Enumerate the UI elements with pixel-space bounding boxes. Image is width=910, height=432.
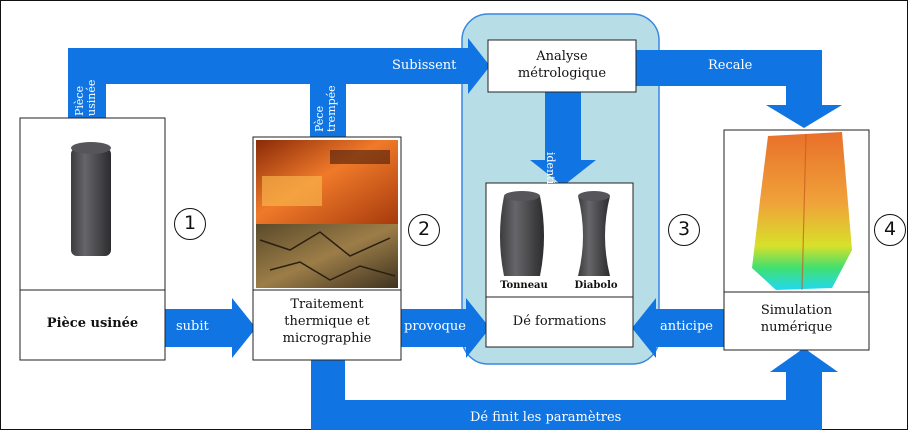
subissent-text: Subissent — [392, 58, 457, 73]
subit-arrow — [160, 298, 256, 358]
simulation-mesh-image — [752, 132, 852, 290]
recale-text: Recale — [708, 58, 753, 73]
diabolo-shape-icon — [578, 191, 610, 276]
simulation-label-box — [723, 291, 870, 351]
analyse-box — [487, 39, 637, 93]
simulation-label: Simulation numérique — [724, 302, 869, 336]
anticipe-text: anticipe — [660, 319, 713, 334]
step-4-circle: 4 — [874, 214, 906, 246]
subissent-arrow — [68, 38, 490, 118]
definit-arrow — [311, 348, 838, 430]
definit-text: Dé finit les paramètres — [470, 410, 622, 425]
traitement-label-box — [252, 289, 402, 361]
traitement-line-2: thermique et — [284, 314, 370, 329]
step-3-circle: 3 — [668, 214, 700, 246]
piece-trempee-connector — [310, 84, 346, 140]
traitement-label: Traitement thermique et micrographie — [253, 296, 401, 347]
deformations-label: Dé formations — [512, 314, 607, 329]
piece-trempee-vertical-line-2: trempée — [325, 85, 338, 132]
identifie-arrow — [530, 92, 596, 186]
provoque-arrow — [400, 298, 490, 358]
piece-usinee-vertical-line-2: usinée — [85, 79, 98, 116]
identifie-vertical-text: identifie — [544, 152, 557, 198]
recale-arrow — [636, 50, 842, 128]
simulation-line-1: Simulation — [760, 303, 833, 318]
machined-part-icon — [71, 142, 111, 256]
piece-usinee-label-box — [19, 289, 166, 361]
tonneau-label: Tonneau — [500, 280, 548, 291]
diabolo-label: Diabolo — [574, 280, 618, 291]
barrel-shape-icon — [500, 191, 544, 276]
traitement-line-3: micrographie — [282, 331, 372, 346]
piece-usinee-vertical-text: Pièce usinée — [73, 79, 98, 116]
anticipe-arrow — [632, 298, 726, 358]
simulation-line-2: numérique — [760, 320, 833, 335]
analyse-line-1: Analyse — [536, 49, 588, 64]
deformations-label-box — [485, 296, 634, 348]
step-1-circle: 1 — [174, 208, 206, 240]
traitement-line-1: Traitement — [290, 297, 364, 312]
subit-text: subit — [176, 319, 209, 334]
step-2-circle: 2 — [408, 214, 440, 246]
provoque-text: provoque — [404, 319, 466, 334]
piece-usinee-label: Pièce usinée — [46, 316, 139, 331]
piece-trempee-vertical-text: Pèce trempée — [313, 85, 338, 132]
analyse-line-2: métrologique — [517, 66, 607, 81]
analyse-label: Analyse métrologique — [488, 48, 636, 82]
